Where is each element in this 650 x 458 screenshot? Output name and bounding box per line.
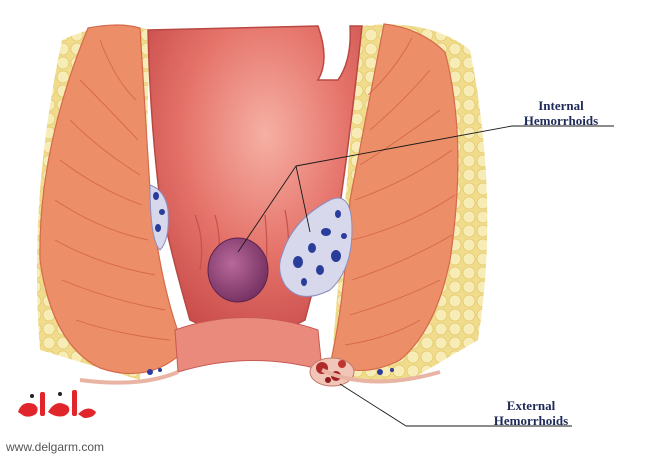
delgarm-logo <box>12 382 102 426</box>
external-hemorrhoids-label: External Hemorrhoids <box>476 398 586 428</box>
anal-canal <box>175 318 322 373</box>
external-label-line2: Hemorrhoids <box>476 413 586 428</box>
internal-hemorrhoid-mass <box>208 238 268 302</box>
internal-hemorrhoids-label: Internal Hemorrhoids <box>506 98 616 128</box>
watermark-url: www.delgarm.com <box>6 440 104 454</box>
external-label-line1: External <box>476 398 586 413</box>
internal-label-line2: Hemorrhoids <box>506 113 616 128</box>
internal-label-line1: Internal <box>506 98 616 113</box>
